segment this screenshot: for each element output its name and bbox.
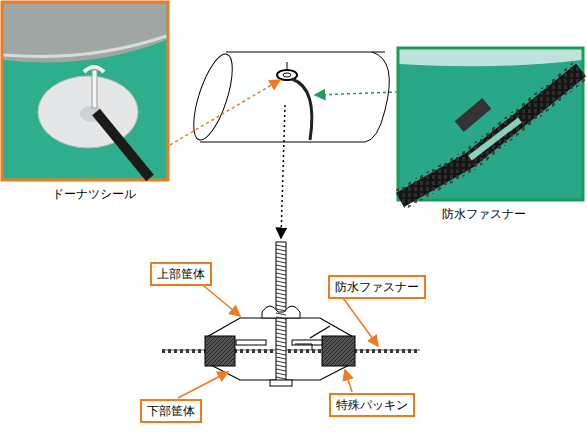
bolt-thread <box>276 245 286 379</box>
label-box: 下部筐体 <box>140 399 202 423</box>
label-box: 特殊パッキン <box>329 393 415 417</box>
pointer-arrow <box>315 92 398 95</box>
pipe-cylinder <box>186 50 390 144</box>
part-name: 特殊パッキン <box>336 397 408 414</box>
pointer-arrow <box>170 80 280 145</box>
caption-label: ドーナツシール <box>50 186 138 203</box>
part-name: 下部筐体 <box>147 403 195 420</box>
part-name: 上部筐体 <box>157 266 205 283</box>
label-box: 上部筐体 <box>150 262 212 286</box>
label-box: 防水ファスナー <box>328 275 426 299</box>
fastener-photo <box>398 48 583 200</box>
part-name: 防水ファスナー <box>335 279 419 296</box>
caption-label: 防水ファスナー <box>440 206 528 223</box>
pointer-arrow <box>281 105 285 238</box>
seal-photo <box>2 2 168 180</box>
